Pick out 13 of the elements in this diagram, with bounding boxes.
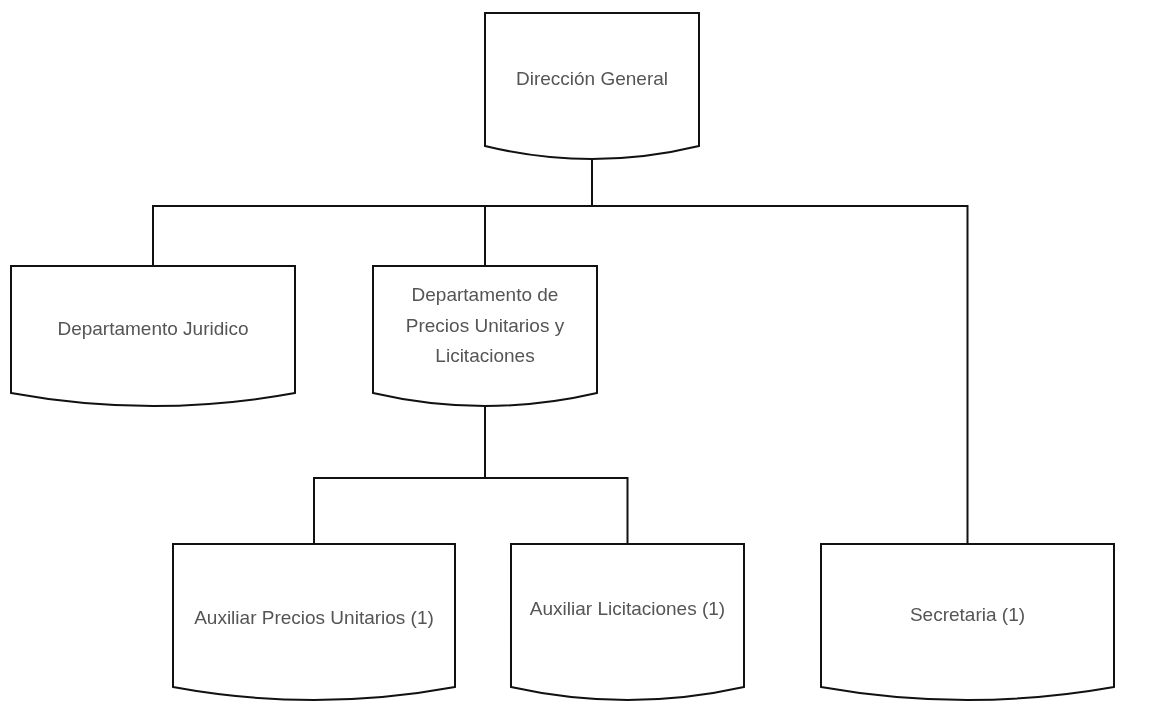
document-shape: [484, 12, 700, 160]
node-label: Departamento de Precios Unitarios y Licitaciones: [404, 283, 566, 369]
document-shape: [820, 543, 1115, 701]
node-label: Secretaria (1): [909, 602, 1026, 627]
document-shape: [510, 543, 745, 701]
node-label: Dirección General: [515, 66, 669, 91]
document-shape: [372, 265, 598, 407]
node-label: Auxiliar Licitaciones (1): [529, 596, 726, 621]
document-shape: [10, 265, 296, 407]
connector-line: [484, 405, 629, 544]
node-label: Departamento Juridico: [57, 316, 249, 341]
document-shape: [172, 543, 456, 701]
node-label: Auxiliar Precios Unitarios (1): [194, 605, 434, 630]
